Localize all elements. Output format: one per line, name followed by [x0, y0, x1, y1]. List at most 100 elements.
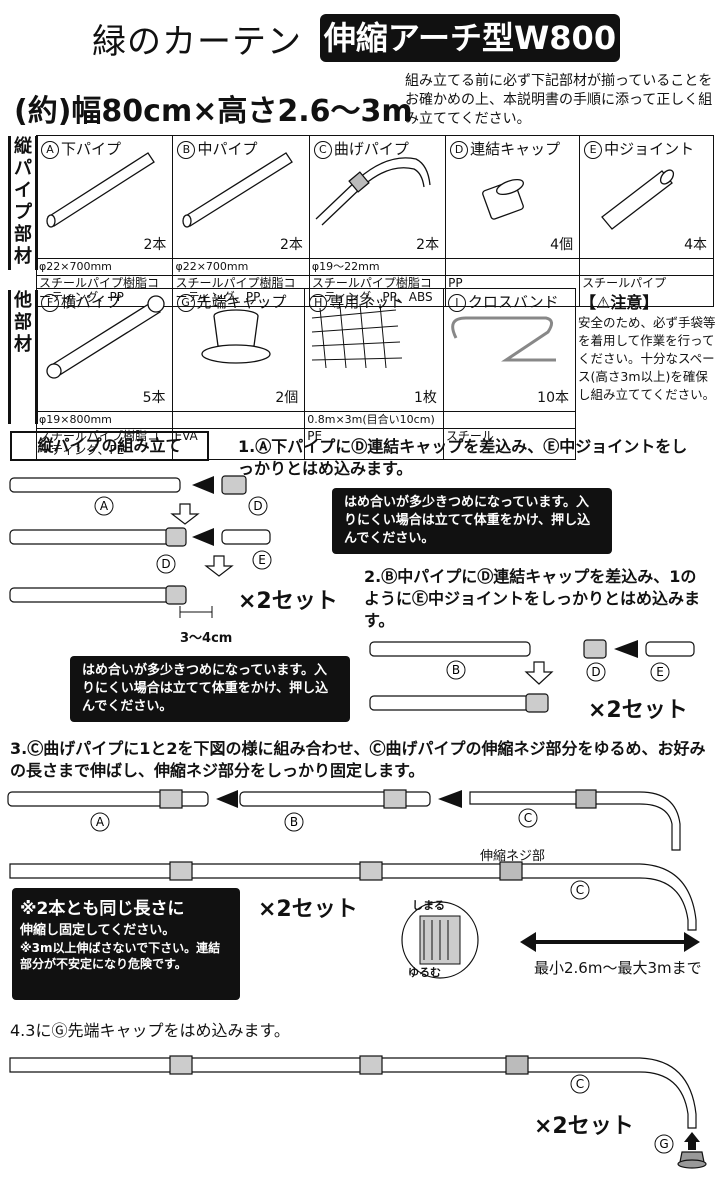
arrow-down-icon [170, 503, 200, 525]
label-c: C [576, 883, 584, 897]
step-3-text: 3.Ⓒ曲げパイプに1と2を下図の様に組み合わせ、Ⓒ曲げパイプの伸縮ネジ部分をゆる… [10, 739, 706, 780]
tip-cap-icon [201, 309, 271, 364]
set-count: ×2セット [258, 897, 358, 922]
connector-cap-icon [165, 527, 187, 547]
part-letter: D [450, 141, 469, 159]
step-4-text: 4.3にⒼ先端キャップをはめ込みます。 [10, 1021, 290, 1040]
part-material: PE [304, 428, 444, 460]
part-material: EVA [171, 428, 306, 460]
caution-title: 【⚠注意】 [580, 293, 659, 312]
assembled-pipe-icon [9, 1057, 697, 1129]
arrow-down-icon [204, 555, 234, 577]
part-spec [445, 258, 581, 276]
set-count: ×2セット [588, 698, 688, 723]
label-e: E [258, 553, 266, 567]
step-3-diagram: A B C C [7, 789, 700, 979]
label-b: B [452, 663, 460, 677]
length-warning-box: ※2本とも同じ長さに 伸縮し固定してください。 ※3m以上伸ばさないで下さい。連… [12, 888, 240, 1000]
arrow-left-icon [192, 528, 214, 546]
part-count: 2本 [416, 237, 440, 253]
part-letter: C [313, 141, 332, 159]
label-g: G [659, 1137, 668, 1151]
part-count: 2本 [143, 237, 167, 253]
part-letter: E [584, 141, 603, 159]
part-letter: G [176, 294, 195, 312]
label-d: D [253, 499, 262, 513]
range-arrow-icon [520, 932, 700, 952]
part-count: 1枚 [413, 390, 437, 406]
max-length-warning: ※3m以上伸ばさないで下さい。連結部分が不安定になり危険です。 [20, 941, 221, 971]
part-letter: A [41, 141, 59, 159]
label-b: B [290, 815, 298, 829]
step-2-diagram: B D E [369, 639, 695, 713]
bent-pipe-icon [469, 791, 681, 851]
lower-pipe-icon [46, 152, 155, 228]
same-length-note: ※2本とも同じ長さに [20, 899, 185, 919]
part-spec: φ22×700mm [35, 258, 174, 276]
part-letter: H [309, 294, 328, 312]
label-a: A [96, 815, 105, 829]
pipe-a-icon [9, 587, 181, 603]
part-letter: F [41, 294, 59, 312]
intro-text: 組み立てる前に必ず下記部材が揃っていることをお確かめの上、本説明書の手順に添って… [405, 73, 713, 127]
pipe-a-icon [7, 791, 209, 807]
cross-band-icon [451, 316, 556, 362]
part-spec: φ19×800mm [36, 411, 173, 429]
label-c: C [576, 1077, 584, 1091]
part-spec [171, 411, 306, 429]
horizontal-pipe-icon [46, 295, 165, 379]
label-c: C [524, 811, 532, 825]
label-e: E [656, 665, 664, 679]
pipe-b-icon [369, 641, 531, 657]
tighten-label: しまる [412, 899, 445, 912]
part-count: 2個 [275, 390, 299, 406]
part-spec: φ22×700mm [172, 258, 310, 276]
fit-note: はめ合いが多少きつめになっています。入りにくい場合は立てて体重をかけ、押し込んで… [332, 488, 612, 554]
section-label-vertical: 縦パイプ部材 [8, 136, 38, 270]
net-icon [311, 303, 403, 369]
assembled-pipe-icon [9, 863, 697, 931]
section-label-other: 他部材 [8, 290, 38, 424]
part-count: 5本 [142, 390, 166, 406]
part-count: 4本 [684, 237, 707, 253]
label-d: D [591, 665, 600, 679]
arrow-left-icon [614, 640, 638, 658]
part-spec [579, 258, 714, 276]
arrow-up-icon [684, 1132, 700, 1150]
gap-size: 3〜4cm [180, 631, 233, 646]
step-2-text: 2.Ⓑ中パイプにⒹ連結キャップを差込み、1のようにⒺ中ジョイントをしっかりとはめ… [364, 567, 701, 630]
arrow-left-icon [216, 790, 238, 808]
page-title: 緑のカーテン [92, 22, 302, 62]
part-spec: φ19〜22mm [308, 258, 447, 276]
step-1-diagram: A D D E [9, 475, 272, 618]
pipe-b-icon [239, 791, 431, 807]
thread-detail-icon [401, 901, 479, 979]
part-letter: B [177, 141, 196, 159]
same-length-note-2: 伸縮し固定してください。 [20, 923, 176, 938]
part-count: 4個 [550, 237, 574, 253]
bent-pipe-icon [315, 157, 431, 226]
arrow-left-icon [192, 476, 214, 494]
size-spec: (約)幅80cm×高さ2.6〜3m [14, 94, 413, 129]
arrow-down-icon [524, 661, 554, 685]
joint-e-icon [221, 529, 271, 545]
label-d: D [161, 557, 170, 571]
set-count: ×2セット [238, 589, 338, 614]
part-material: スチールパイプ [579, 275, 714, 307]
part-material: スチールパイプ樹脂コーティング、PE [36, 428, 173, 460]
arrow-left-icon [438, 790, 462, 808]
joint-e-icon [645, 641, 695, 657]
part-count: 10本 [537, 390, 569, 406]
